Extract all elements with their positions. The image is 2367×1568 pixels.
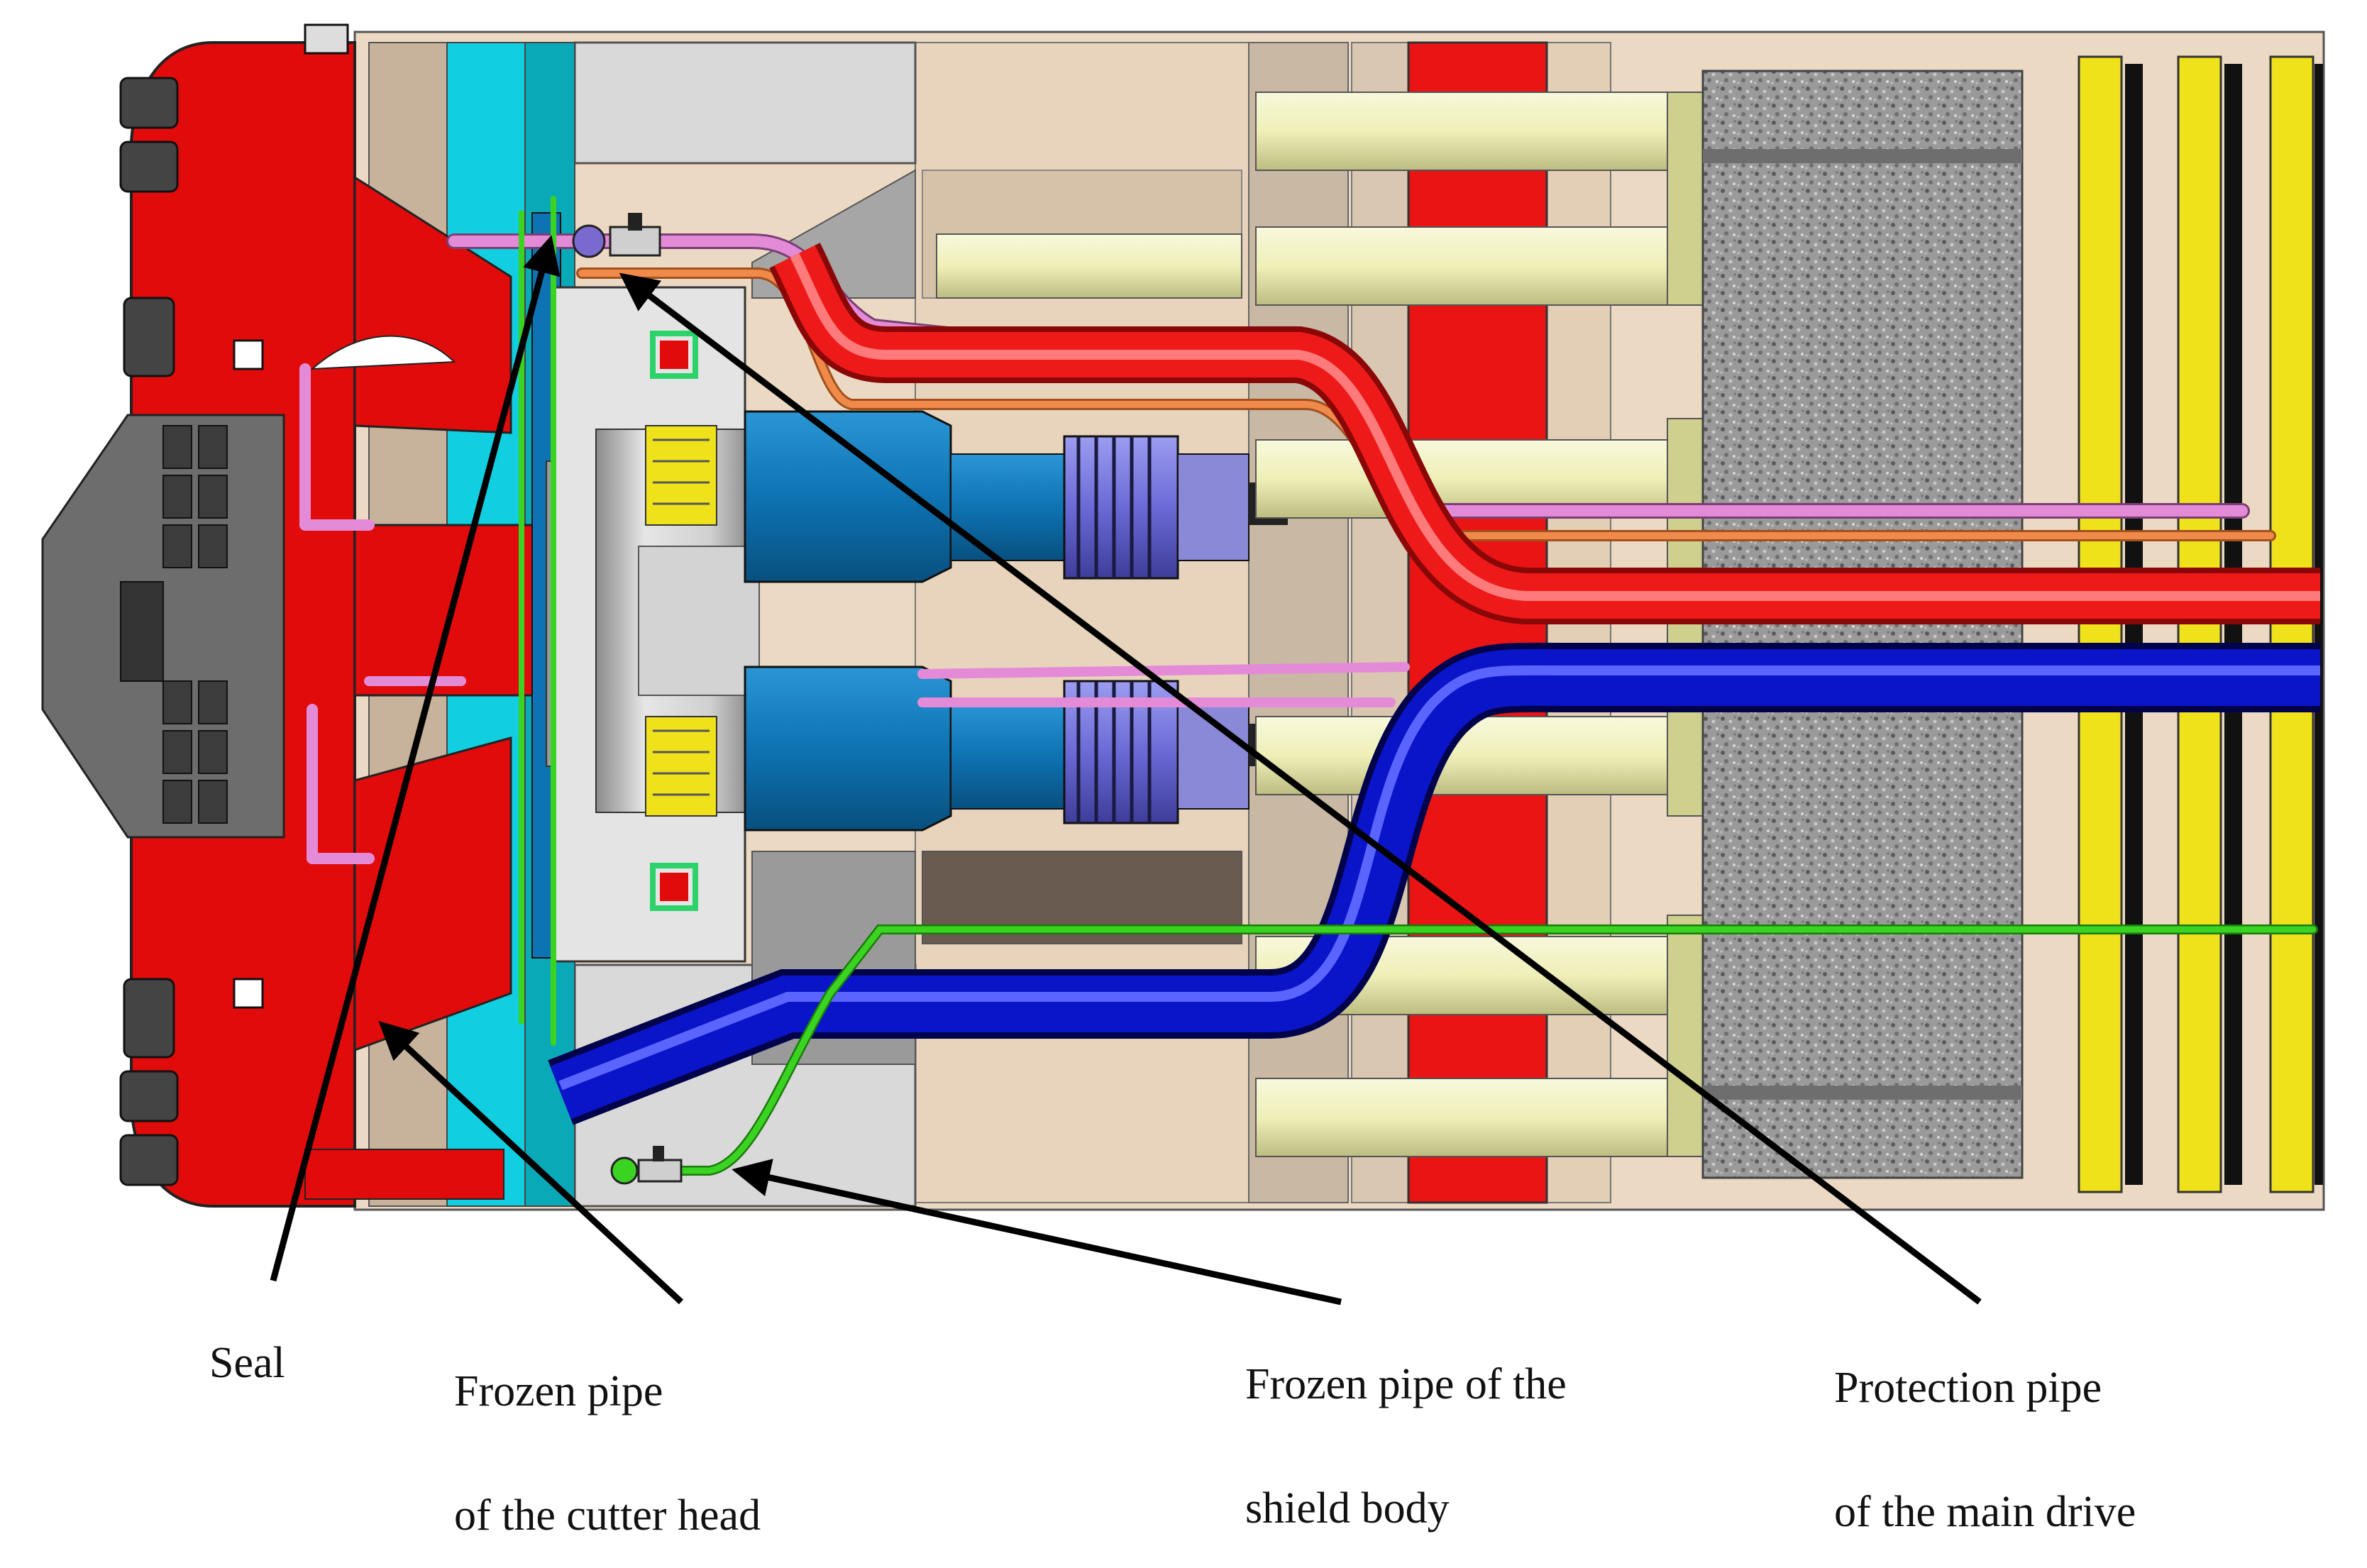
label-shield-body-line2: shield body (1245, 1484, 1450, 1533)
label-cutter-head-line1: Frozen pipe (454, 1367, 663, 1415)
frozen-pipe-red (769, 243, 2320, 624)
thrust-cylinders (936, 41, 1707, 1204)
arrow-seal (270, 235, 561, 1282)
arrow-main-drive (619, 272, 1982, 1305)
label-main-drive-line2: of the main drive (1834, 1488, 2136, 1536)
frozen-pipe-blue (548, 642, 2320, 1125)
valve-top (572, 213, 661, 258)
arrow-shield-body (732, 1159, 1342, 1305)
label-main-drive-line1: Protection pipe (1834, 1364, 2102, 1412)
label-shield-body-line1: Frozen pipe of the (1245, 1360, 1567, 1408)
label-cutter-head-line2: of the cutter head (454, 1491, 761, 1540)
valve-bottom (610, 1146, 683, 1185)
label-seal: Seal (209, 1339, 285, 1387)
disc-cutters (119, 23, 349, 1186)
center-cutter (41, 414, 285, 839)
arrow-cutter-head (378, 1020, 684, 1305)
callout-arrows (270, 235, 1982, 1305)
main-drive (531, 212, 1288, 963)
